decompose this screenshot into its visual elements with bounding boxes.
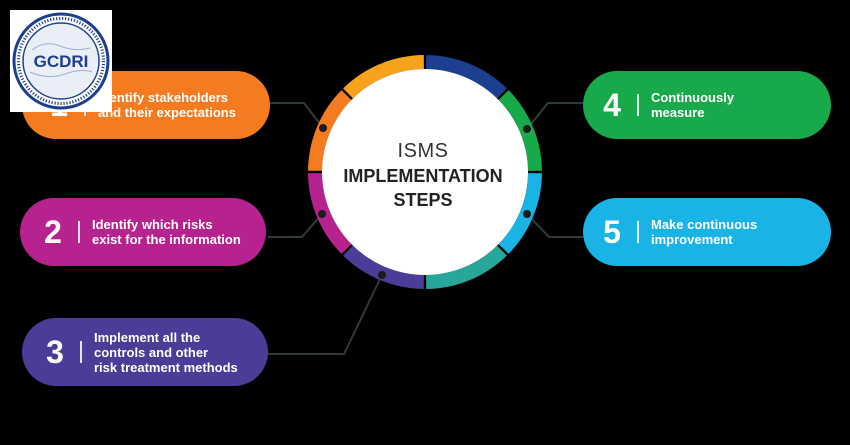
ring-inner-disc bbox=[322, 69, 528, 275]
step-5-card: 5 Make continuous improvement bbox=[583, 198, 831, 266]
step-2-card: 2 Identify which risks exist for the inf… bbox=[20, 198, 266, 266]
ring-segment bbox=[425, 245, 507, 289]
step-4-card: 4 Continuously measure bbox=[583, 71, 831, 139]
center-title: ISMS IMPLEMENTATION STEPS bbox=[324, 140, 522, 211]
step-text-line: Identify stakeholders bbox=[98, 90, 229, 105]
step-text-line: and their expectations bbox=[98, 105, 236, 120]
step-divider bbox=[80, 341, 82, 363]
step-text-line: Make continuous bbox=[651, 217, 758, 232]
step-text: Identify which risks exist for the infor… bbox=[92, 217, 241, 247]
connector-step4 bbox=[526, 102, 583, 130]
connector-step5 bbox=[526, 213, 583, 238]
center-title-line1: ISMS bbox=[397, 140, 449, 162]
step-divider bbox=[78, 221, 80, 243]
ring-segment bbox=[425, 55, 507, 99]
step-text: Identify stakeholders and their expectat… bbox=[98, 90, 236, 120]
connector-step2 bbox=[268, 213, 323, 238]
step-text-line: controls and other bbox=[94, 344, 209, 360]
step-number: 4 bbox=[603, 87, 621, 123]
ring-segments bbox=[308, 55, 542, 289]
center-title-line3: STEPS bbox=[393, 190, 453, 210]
step-text: Implement all the controls and other ris… bbox=[94, 330, 238, 375]
connector-dot-step5 bbox=[523, 210, 531, 218]
connector-dot-step3 bbox=[378, 271, 386, 279]
step-text-line: Continuously bbox=[651, 90, 735, 105]
step-text-line: measure bbox=[651, 105, 705, 120]
ring-segment bbox=[343, 55, 425, 99]
step-text: Make continuous improvement bbox=[651, 217, 757, 247]
step-number: 5 bbox=[603, 214, 621, 250]
step-divider bbox=[637, 221, 639, 243]
step-text-line: improvement bbox=[651, 232, 733, 247]
connector-dot-step4 bbox=[523, 125, 531, 133]
step-text-line: Identify which risks bbox=[92, 217, 213, 232]
step-3-card: 3 Implement all the controls and other r… bbox=[22, 318, 268, 386]
logo-wordmark: GCDRI bbox=[34, 52, 89, 71]
gcdri-logo: GCDRI bbox=[10, 10, 112, 112]
connector-dot-step2 bbox=[318, 210, 326, 218]
connector-step1 bbox=[270, 102, 324, 129]
center-title-line2: IMPLEMENTATION bbox=[343, 166, 503, 186]
step-divider bbox=[637, 94, 639, 116]
step-text-line: risk treatment methods bbox=[94, 359, 238, 375]
step-text: Continuously measure bbox=[651, 90, 734, 120]
step-text-line: exist for the information bbox=[92, 232, 241, 247]
connector-step3 bbox=[268, 274, 383, 355]
step-text-line: Implement all the bbox=[94, 329, 201, 345]
connector-dot-step1 bbox=[319, 124, 327, 132]
logo-seal-icon: GCDRI bbox=[12, 12, 110, 110]
step-number: 2 bbox=[44, 214, 62, 250]
step-number: 3 bbox=[46, 334, 64, 370]
